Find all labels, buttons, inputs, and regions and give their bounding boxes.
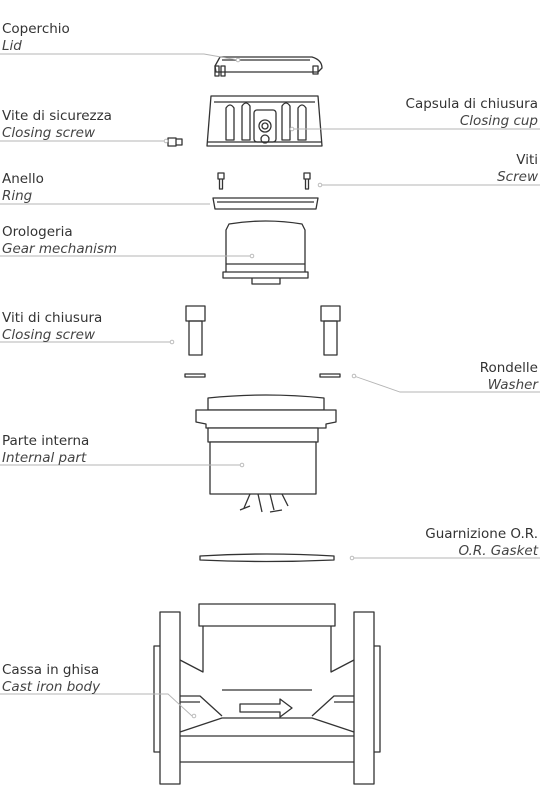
label-internal-part-it: Parte interna [2, 433, 90, 449]
label-screws-en: Screw [497, 169, 538, 185]
label-closing-screws-it: Viti di chiusura [2, 310, 103, 326]
label-internal-part: Parte interna Internal part [2, 433, 89, 467]
washers-part [184, 373, 341, 378]
label-screws-it: Viti [516, 152, 538, 168]
label-cast-iron-body-it: Cassa in ghisa [2, 662, 100, 678]
label-security-screw: Vite di sicurezza Closing screw [2, 108, 112, 142]
label-gear-mechanism-en: Gear mechanism [2, 241, 118, 257]
closing-screws-part [185, 305, 341, 356]
ring-part [212, 197, 319, 210]
security-screw-part [167, 137, 183, 147]
gear-mechanism-part [222, 220, 309, 285]
label-security-screw-it: Vite di sicurezza [2, 108, 112, 124]
label-lid-it: Coperchio [2, 21, 70, 37]
label-cast-iron-body-en: Cast iron body [2, 679, 101, 695]
label-gasket: Guarnizione O.R. O.R. Gasket [425, 526, 538, 560]
label-lid: Coperchio Lid [2, 21, 70, 55]
internal-part [195, 394, 337, 513]
label-gear-mechanism: Orologeria Gear mechanism [2, 224, 117, 258]
label-ring: Anello Ring [2, 171, 44, 205]
leader-lines [0, 53, 540, 719]
label-washer: Rondelle Washer [480, 360, 538, 394]
label-internal-part-en: Internal part [2, 450, 87, 466]
label-gasket-en: O.R. Gasket [458, 543, 538, 559]
label-closing-screws-en: Closing screw [2, 327, 95, 343]
label-washer-en: Washer [487, 377, 538, 393]
label-closing-cup-it: Capsula di chiusura [405, 96, 538, 112]
label-closing-screws: Viti di chiusura Closing screw [2, 310, 102, 344]
closing-cup-part [206, 95, 323, 147]
label-screws: Viti Screw [497, 152, 538, 186]
gasket-part [199, 553, 335, 563]
label-lid-en: Lid [2, 38, 22, 54]
label-closing-cup-en: Closing cup [459, 113, 538, 129]
lid-part [214, 56, 323, 77]
screws-part [217, 172, 311, 190]
label-security-screw-en: Closing screw [2, 125, 95, 141]
label-cast-iron-body: Cassa in ghisa Cast iron body [2, 662, 100, 696]
label-closing-cup: Capsula di chiusura Closing cup [406, 96, 538, 130]
cast-iron-body-part [153, 603, 381, 785]
label-gasket-it: Guarnizione O.R. [425, 526, 538, 542]
label-gear-mechanism-it: Orologeria [2, 224, 73, 240]
label-ring-it: Anello [2, 171, 44, 187]
label-ring-en: Ring [2, 188, 33, 204]
label-washer-it: Rondelle [479, 360, 538, 376]
